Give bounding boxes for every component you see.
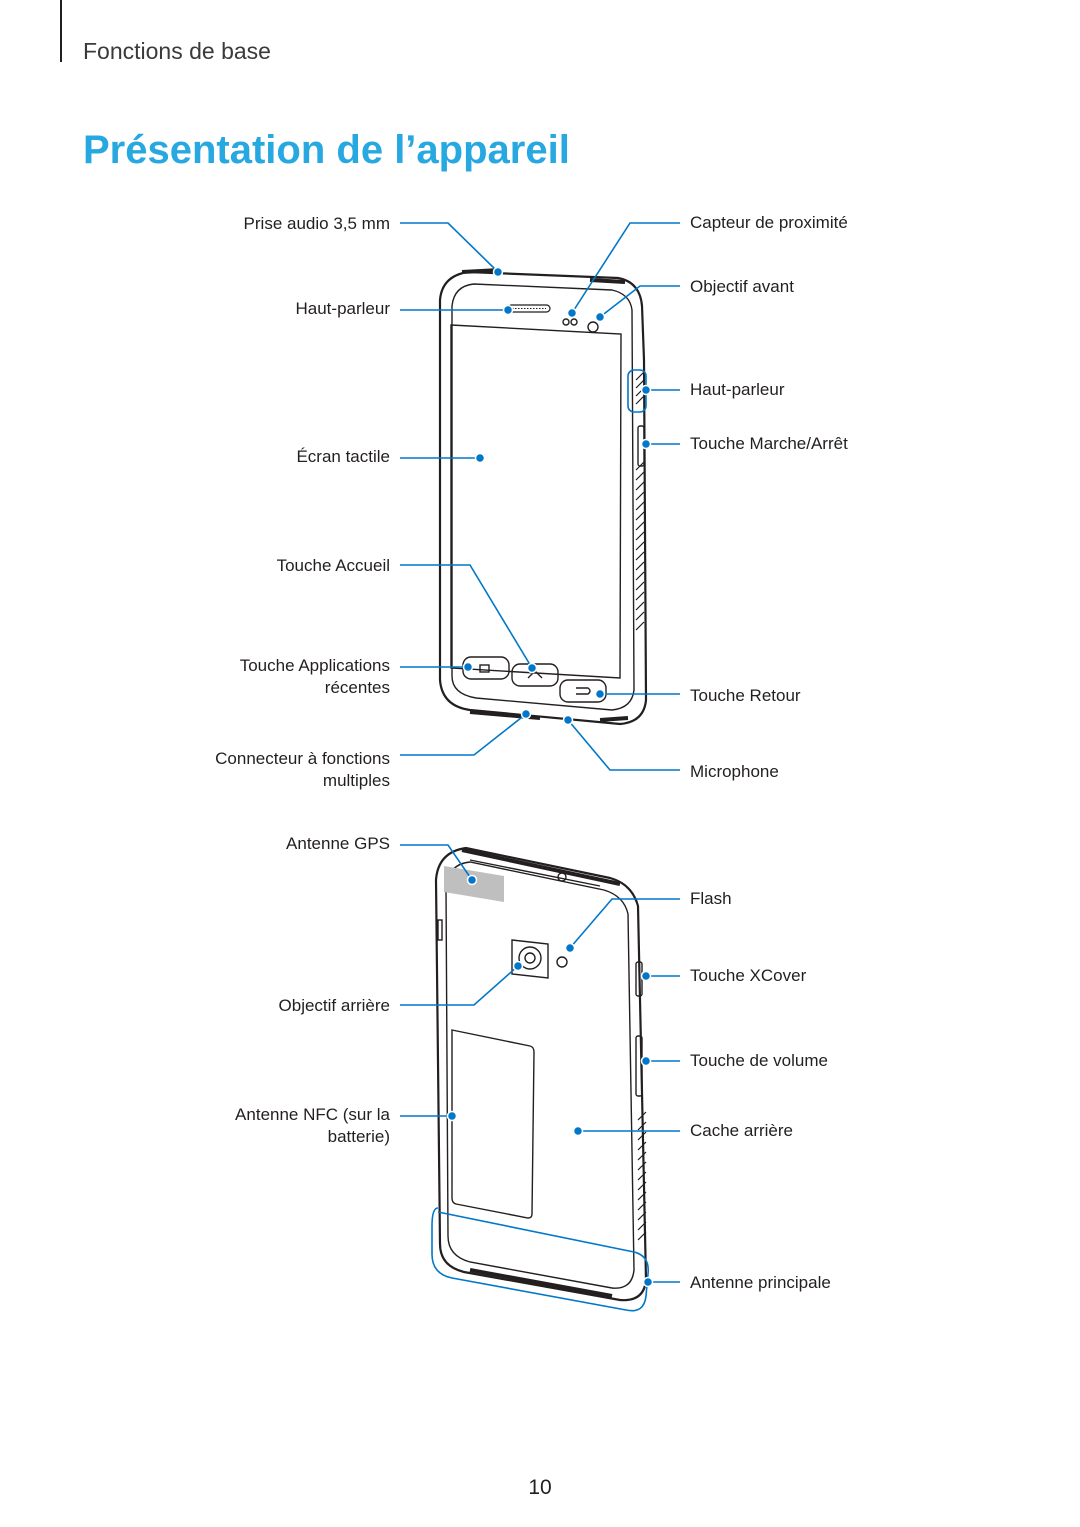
volume-key — [635, 1035, 643, 1097]
rear-camera-lens — [518, 946, 542, 970]
label-touche-applications-1: Touche Applications — [239, 656, 390, 675]
page-title: Présentation de l’appareil — [83, 128, 570, 172]
back-leader-lines — [400, 844, 680, 1312]
back-key — [559, 679, 607, 703]
label-connecteur-1: Connecteur à fonctions — [215, 749, 390, 768]
front-leader-lines — [400, 222, 680, 771]
label-touche-accueil: Touche Accueil — [276, 556, 390, 575]
flash-icon — [556, 956, 568, 968]
label-touche-volume: Touche de volume — [690, 1051, 828, 1070]
label-flash: Flash — [690, 889, 732, 908]
back-device — [434, 846, 648, 1302]
label-objectif-avant: Objectif avant — [690, 277, 794, 296]
earpiece-grille — [507, 304, 551, 313]
section-rule — [60, 0, 62, 62]
label-cache-arriere: Cache arrière — [690, 1121, 793, 1140]
label-touche-marche: Touche Marche/Arrêt — [690, 434, 848, 453]
label-haut-parleur-top: Haut-parleur — [295, 299, 391, 318]
label-touche-xcover: Touche XCover — [690, 966, 807, 985]
label-antenne-nfc-2: batterie) — [327, 1127, 390, 1146]
label-antenne-gps: Antenne GPS — [286, 834, 390, 853]
label-microphone: Microphone — [690, 762, 779, 781]
label-touche-retour: Touche Retour — [690, 686, 801, 705]
label-ecran-tactile: Écran tactile — [296, 447, 390, 466]
rear-camera-module — [511, 939, 549, 979]
nfc-area — [451, 1029, 535, 1219]
label-antenne-nfc-1: Antenne NFC (sur la — [235, 1105, 390, 1124]
section-title: Fonctions de base — [83, 38, 271, 64]
side-ridges-front — [635, 371, 645, 631]
label-prise-audio: Prise audio 3,5 mm — [243, 214, 390, 233]
front-device — [438, 268, 648, 726]
label-objectif-arriere: Objectif arrière — [278, 996, 390, 1015]
front-camera-lens — [587, 321, 599, 333]
front-screen — [450, 324, 622, 679]
label-haut-parleur-side: Haut-parleur — [690, 380, 785, 399]
label-connecteur-2: multiples — [322, 771, 390, 790]
label-touche-applications-2: récentes — [324, 678, 390, 697]
label-antenne-principale: Antenne principale — [690, 1273, 831, 1292]
page-number: 10 — [528, 1476, 552, 1499]
label-capteur-proximite: Capteur de proximité — [690, 213, 848, 232]
side-ridges-back — [637, 1111, 647, 1241]
